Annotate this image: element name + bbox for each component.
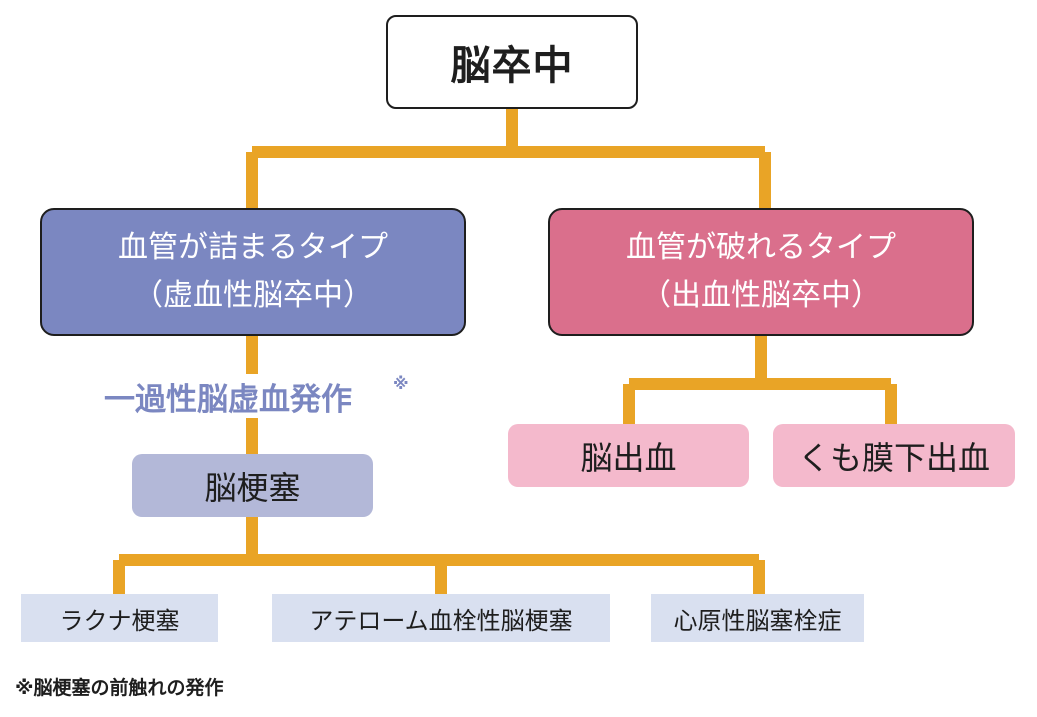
subarachnoid-hemorrhage-box: くも膜下出血 (773, 424, 1015, 487)
footnote: ※脳梗塞の前触れの発作 (15, 677, 224, 699)
root-label: 脳卒中 (450, 43, 574, 89)
cardio-label: 心原性脳塞栓症 (673, 606, 842, 635)
ischemic-line2: （虚血性脳卒中） (133, 278, 373, 313)
athero-label: アテローム血栓性脳梗塞 (309, 606, 573, 635)
hemorrhagic-stroke-box: 血管が破れるタイプ （出血性脳卒中） (548, 208, 974, 336)
hemorrhagic-connector (623, 336, 897, 424)
root-connector (246, 109, 771, 208)
hemorrhagic-line1: 血管が破れるタイプ (626, 230, 896, 265)
ich-label: 脳出血 (580, 438, 677, 477)
infarct-label: 脳梗塞 (204, 468, 301, 507)
infarct-connector (113, 517, 765, 594)
tia-label: 一過性脳虚血発作 (104, 382, 352, 418)
sah-label: くも膜下出血 (797, 438, 990, 477)
lacunar-label: ラクナ梗塞 (59, 606, 180, 635)
hemorrhagic-line2: （出血性脳卒中） (641, 278, 881, 313)
tia-footnote-mark: ※ (393, 374, 409, 393)
stroke-root-box: 脳卒中 (386, 15, 638, 109)
atherothrombotic-infarction-box: アテローム血栓性脳梗塞 (272, 594, 610, 642)
lacunar-infarction-box: ラクナ梗塞 (21, 594, 218, 642)
cerebral-infarction-box: 脳梗塞 (132, 454, 373, 517)
ischemic-line1: 血管が詰まるタイプ (118, 230, 388, 265)
cardioembolic-stroke-box: 心原性脳塞栓症 (651, 594, 864, 642)
intracerebral-hemorrhage-box: 脳出血 (508, 424, 749, 487)
ischemic-stroke-box: 血管が詰まるタイプ （虚血性脳卒中） (40, 208, 466, 336)
